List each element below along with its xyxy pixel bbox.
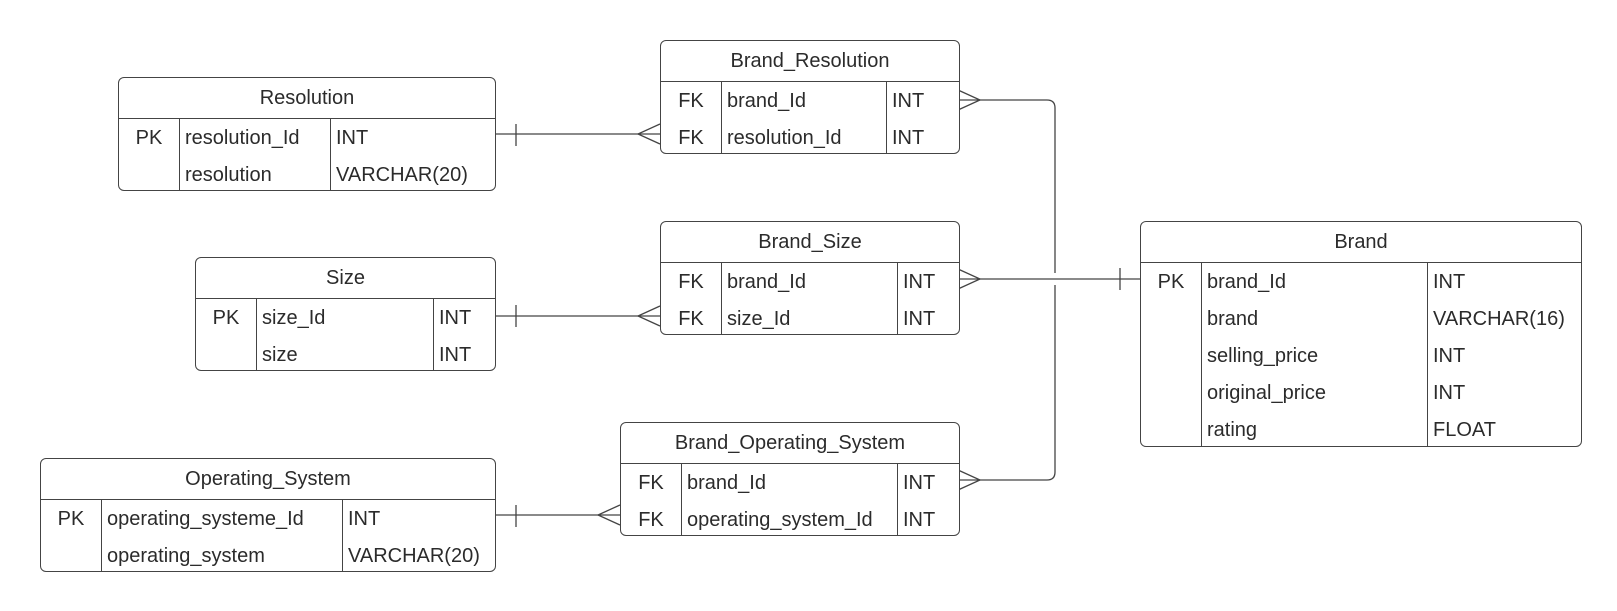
crow-foot-marker: [636, 305, 661, 327]
entity-resolution[interactable]: Resolution PK resolution_Id resolution I…: [118, 77, 496, 191]
field-type: INT: [892, 127, 925, 149]
entity-operating-system[interactable]: Operating_System PK operating_systeme_Id…: [40, 458, 496, 572]
entity-brand-size[interactable]: Brand_Size FK FK brand_Id size_Id INT IN…: [660, 221, 960, 335]
connector-brand-brand-resolution: [957, 89, 1056, 273]
entity-size[interactable]: Size PK size_Id size INT INT: [195, 257, 496, 371]
field-type: INT: [892, 90, 925, 112]
field-name: size: [262, 344, 298, 366]
field-type: INT: [903, 472, 936, 494]
field-type: INT: [903, 308, 936, 330]
field-name: resolution_Id: [727, 127, 842, 149]
connector-brand-brand-size: [957, 268, 1055, 290]
connector-brand-junction: [1055, 268, 1140, 290]
field-name: resolution_Id: [185, 127, 300, 149]
key-cell: FK: [678, 127, 704, 149]
field-name: size_Id: [262, 307, 326, 329]
key-cell: PK: [212, 307, 240, 329]
entity-title: Brand_Size: [661, 222, 959, 263]
field-name: rating: [1207, 419, 1258, 441]
field-type: INT: [1433, 382, 1466, 404]
entity-brand[interactable]: Brand PK brand_Id brand selling_price or…: [1140, 221, 1582, 447]
field-type: INT: [348, 508, 381, 530]
entity-title: Operating_System: [41, 459, 495, 500]
field-name: brand_Id: [727, 271, 806, 293]
key-cell: FK: [638, 509, 664, 531]
key-cell: [1141, 338, 1201, 375]
entity-brand-operating-system[interactable]: Brand_Operating_System FK FK brand_Id op…: [620, 422, 960, 536]
key-cell: PK: [135, 127, 163, 149]
field-name: resolution: [185, 164, 272, 186]
crow-foot-marker: [957, 268, 982, 290]
field-name: brand: [1207, 308, 1259, 330]
field-type: INT: [1433, 271, 1466, 293]
crow-foot-marker: [596, 504, 621, 526]
field-type: INT: [439, 344, 472, 366]
field-type: INT: [903, 271, 936, 293]
entity-title: Brand_Resolution: [661, 41, 959, 82]
entity-brand-resolution[interactable]: Brand_Resolution FK FK brand_Id resoluti…: [660, 40, 960, 154]
entity-title: Brand: [1141, 222, 1581, 263]
crow-foot-marker: [957, 89, 982, 111]
crow-foot-marker: [636, 123, 661, 145]
field-name: size_Id: [727, 308, 791, 330]
entity-title: Resolution: [119, 78, 495, 119]
field-name: brand_Id: [687, 472, 766, 494]
key-cell: FK: [678, 90, 704, 112]
key-cell: FK: [678, 308, 704, 330]
field-type: INT: [439, 307, 472, 329]
key-cell: FK: [638, 472, 664, 494]
field-type: INT: [336, 127, 369, 149]
field-name: original_price: [1207, 382, 1326, 404]
field-type: VARCHAR(20): [336, 164, 468, 186]
key-cell: [119, 157, 179, 190]
key-cell: [1141, 301, 1201, 338]
key-cell: [1141, 375, 1201, 412]
key-cell: PK: [57, 508, 85, 530]
field-name: brand_Id: [727, 90, 806, 112]
key-cell: [1141, 412, 1201, 446]
crow-foot-marker: [957, 469, 982, 491]
connector-operating-system-brand-operating-system: [496, 504, 621, 527]
field-name: brand_Id: [1207, 271, 1286, 293]
entity-title: Brand_Operating_System: [621, 423, 959, 464]
field-name: operating_system_Id: [687, 509, 873, 531]
connector-size-brand-size: [496, 305, 661, 327]
connector-brand-brand-operating-system: [957, 285, 1056, 491]
field-name: operating_system: [107, 545, 265, 567]
key-cell: [41, 538, 101, 571]
field-name: operating_systeme_Id: [107, 508, 304, 530]
connector-resolution-brand-resolution: [496, 123, 661, 146]
key-cell: [196, 337, 256, 370]
field-type: VARCHAR(20): [348, 545, 480, 567]
key-cell: PK: [1157, 271, 1185, 293]
entity-title: Size: [196, 258, 495, 299]
field-type: INT: [903, 509, 936, 531]
field-type: INT: [1433, 345, 1466, 367]
field-type: VARCHAR(16): [1433, 308, 1565, 330]
field-name: selling_price: [1207, 345, 1319, 367]
field-type: FLOAT: [1433, 419, 1496, 441]
key-cell: FK: [678, 271, 704, 293]
